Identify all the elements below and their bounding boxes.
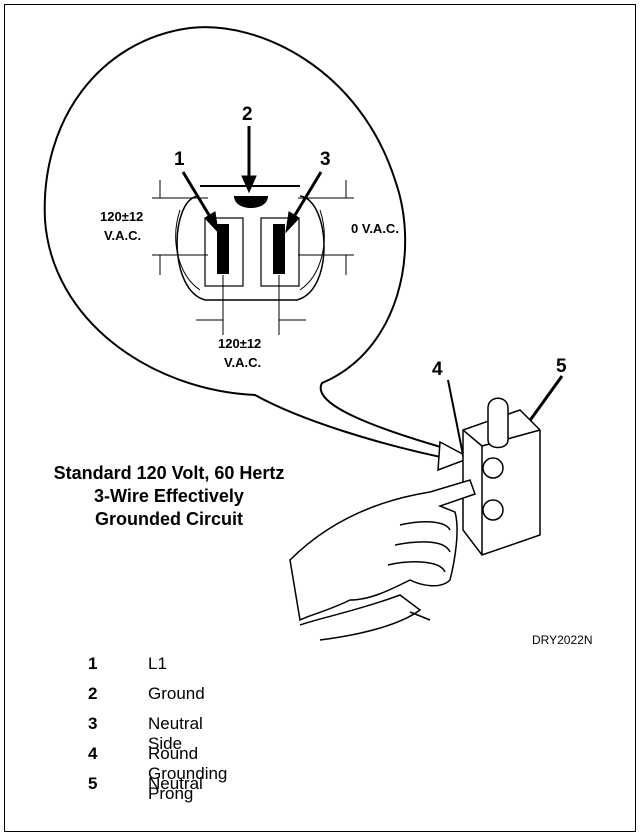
voltage-markers: [152, 180, 354, 335]
legend-label: Ground: [148, 684, 205, 703]
figure-code: DRY2022N: [532, 633, 593, 647]
magnifier-bubble: [43, 26, 460, 462]
callout-5: 5: [556, 356, 567, 377]
voltage-left-line2: V.A.C.: [104, 228, 141, 243]
voltage-right: 0 V.A.C.: [351, 221, 399, 236]
outlet-face: [175, 185, 325, 301]
legend-number: 4: [88, 744, 98, 763]
neutral-slot: [273, 224, 285, 274]
l1-slot-outline: [204, 217, 244, 287]
hand-illustration: [289, 479, 476, 641]
circuit-caption: Standard 120 Volt, 60 Hertz 3-Wire Effec…: [4, 462, 334, 531]
voltage-bottom-line2: V.A.C.: [224, 355, 261, 370]
legend-label: Round Grounding Prong: [148, 744, 228, 803]
legend-number: 3: [88, 714, 98, 733]
legend-label: L1: [148, 654, 167, 673]
figure-frame: [4, 4, 636, 832]
legend-label: Neutral: [148, 774, 203, 793]
neutral-slot-outline: [260, 217, 300, 287]
callout-3: 3: [320, 149, 331, 170]
legend-number: 1: [88, 654, 98, 673]
legend-number: 2: [88, 684, 98, 703]
bubble-pointer: [437, 440, 472, 472]
l1-slot: [217, 224, 229, 274]
legend-number: 5: [88, 774, 98, 793]
outlet-box: [462, 397, 541, 556]
voltage-bottom-line1: 120±12: [218, 336, 261, 351]
caption-line2: 3-Wire Effectively: [94, 486, 244, 506]
callout-4: 4: [432, 359, 443, 380]
caption-line3: Grounded Circuit: [95, 509, 243, 529]
voltage-left-line1: 120±12: [100, 209, 143, 224]
ground-slot: [234, 196, 268, 208]
caption-line1: Standard 120 Volt, 60 Hertz: [53, 463, 285, 483]
legend-label: Neutral Side: [148, 714, 203, 753]
callout-2: 2: [242, 104, 253, 125]
callout-1: 1: [174, 149, 185, 170]
